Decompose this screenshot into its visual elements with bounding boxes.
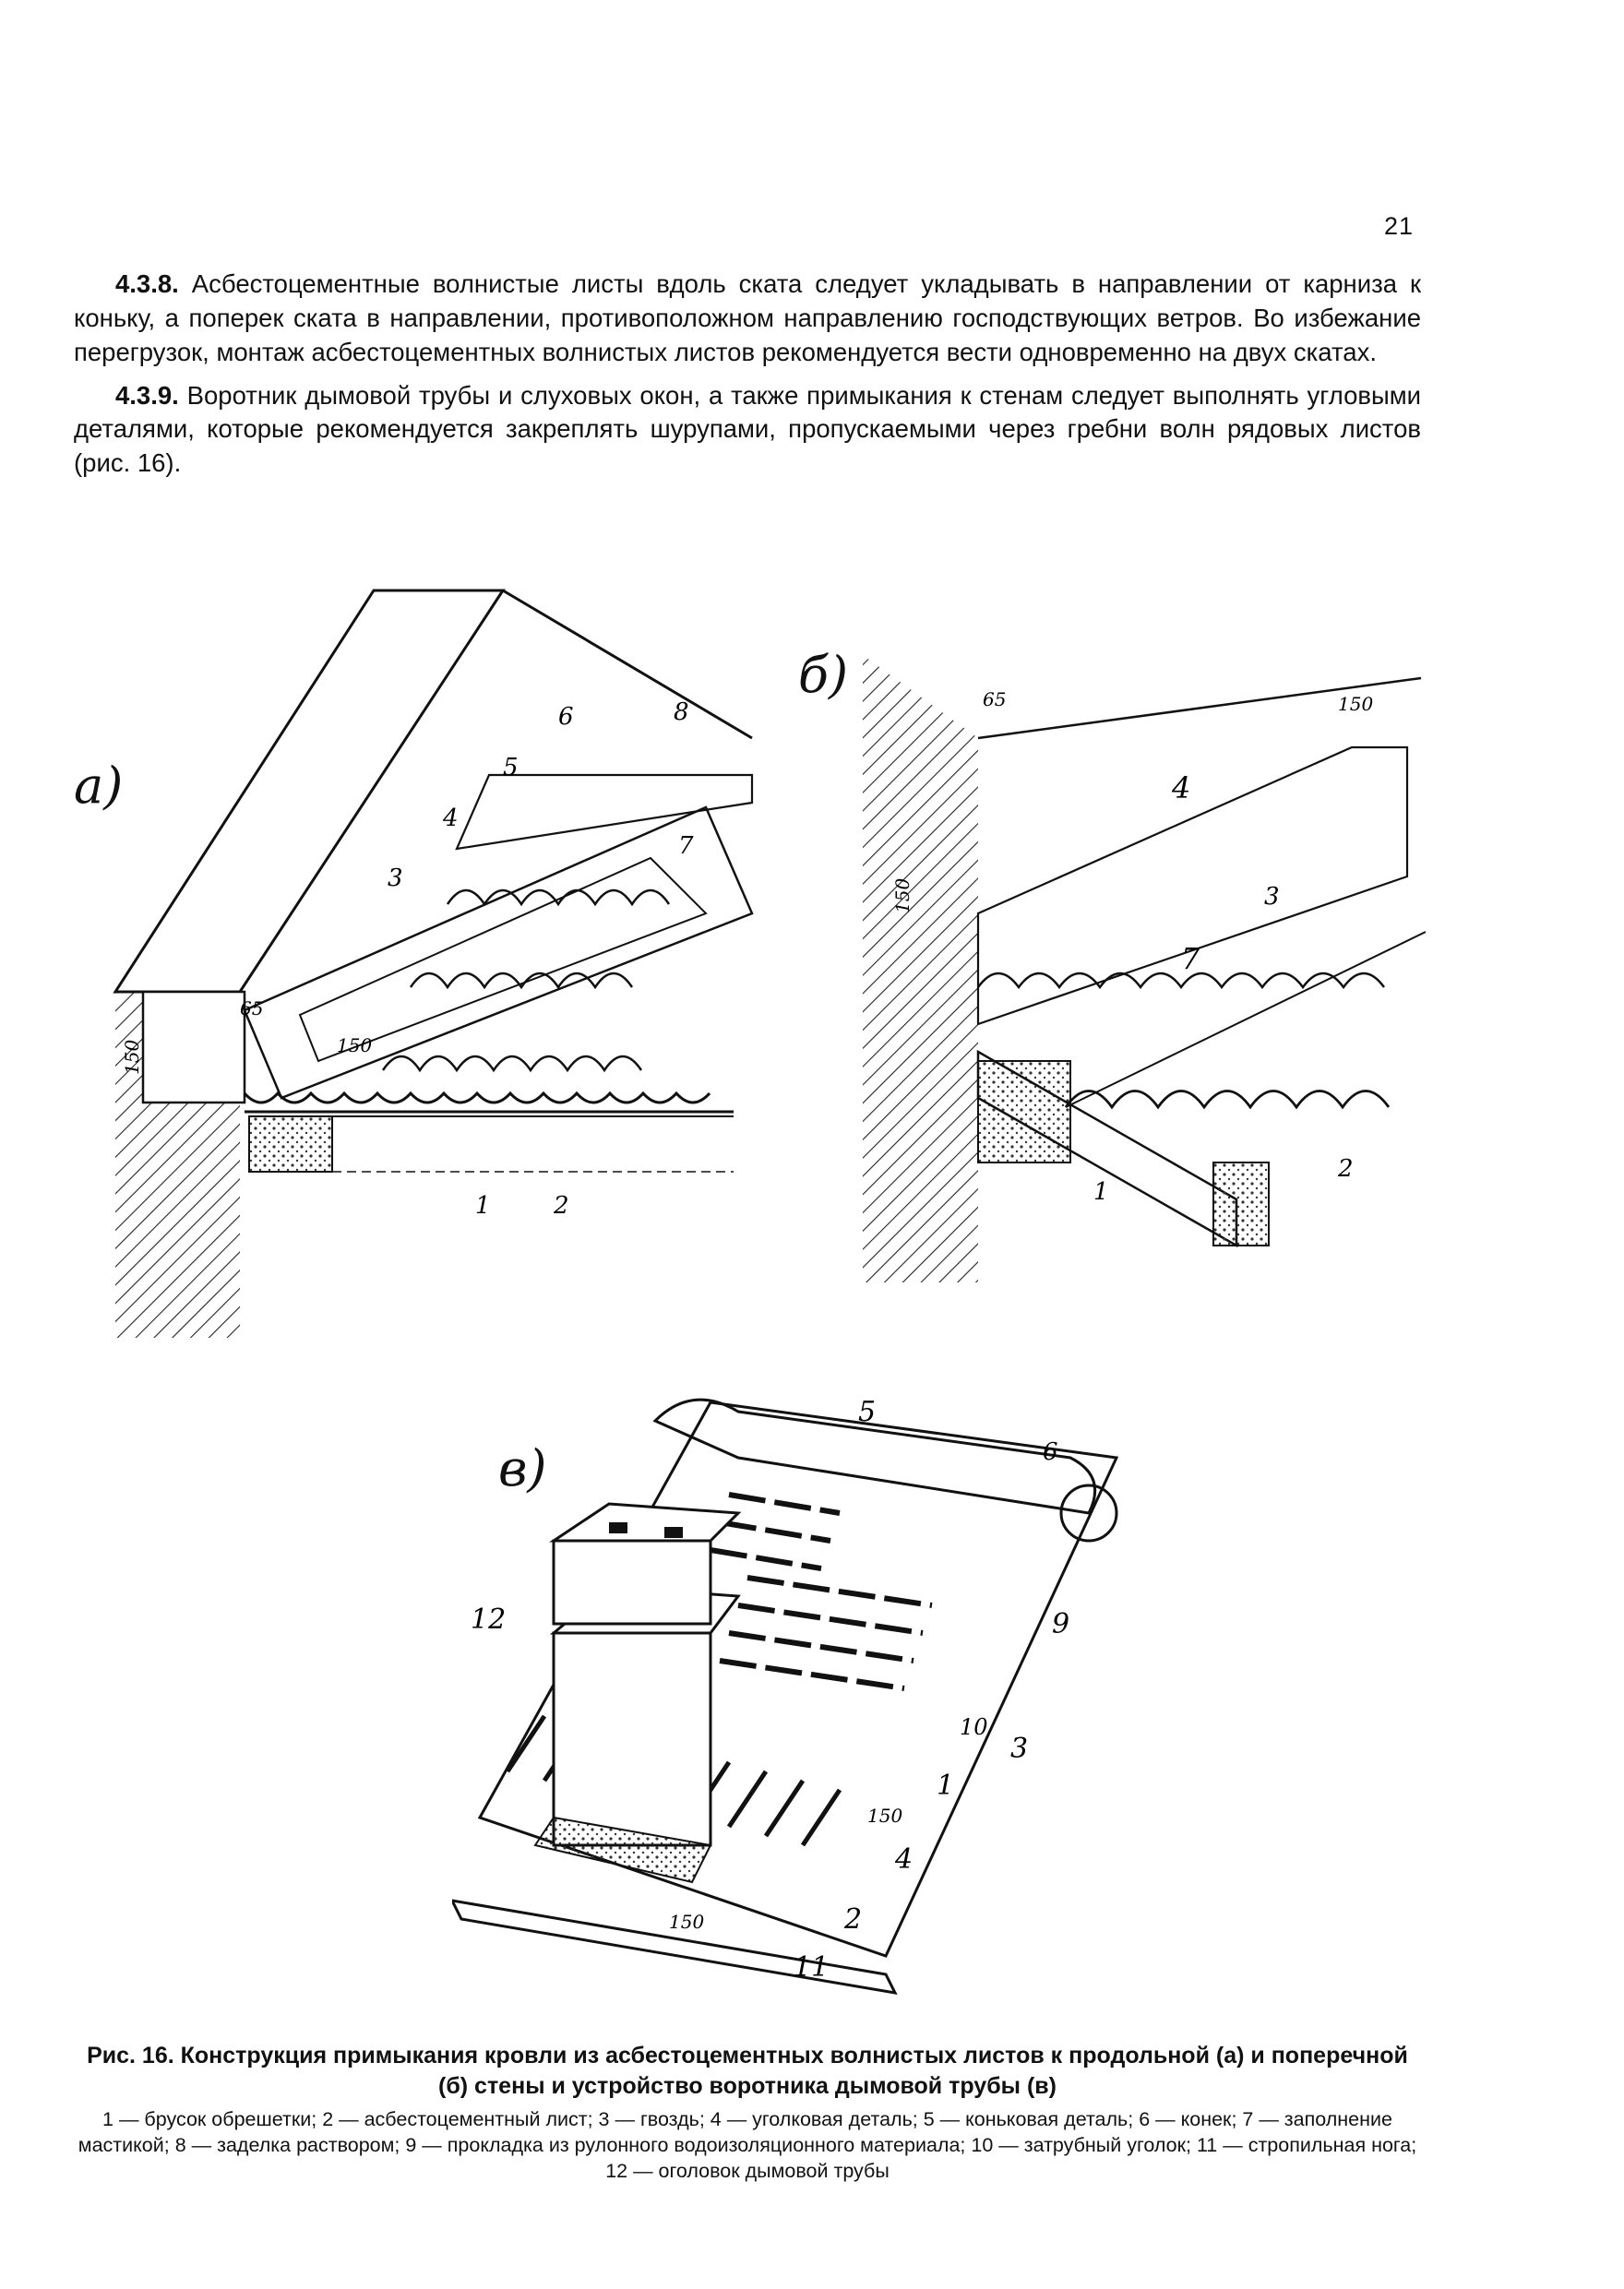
page-number: 21 — [1384, 212, 1415, 240]
callout-label: 7 — [1181, 941, 1200, 976]
dimension-label: 65 — [240, 997, 263, 1019]
body-text: 4.3.8. Асбестоцементные волнистые листы … — [74, 268, 1421, 490]
callout-label: 3 — [1264, 883, 1280, 911]
paragraph-text: Воротник дымовой трубы и слуховых окон, … — [74, 380, 1422, 478]
paragraph-number: 4.3.8. — [115, 269, 179, 298]
figure-panel-a: а) 65 150 150 1 2 3 4 5 6 7 8 — [74, 581, 770, 1338]
callout-label: 2 — [553, 1192, 569, 1220]
callout-label: 1 — [475, 1192, 491, 1220]
panel-label-c: в) — [498, 1439, 547, 1497]
callout-label: 4 — [894, 1843, 913, 1876]
callout-label: 1 — [1093, 1178, 1109, 1206]
dimension-label: 65 — [983, 688, 1006, 710]
paragraph-text: Асбестоцементные волнистые листы вдоль с… — [74, 269, 1421, 366]
figure-panel-c: в) 150 150 1 2 3 4 4 5 6 9 10 11 12 — [452, 1384, 1172, 2011]
dimension-label: 150 — [337, 1034, 372, 1056]
callout-label: 2 — [843, 1903, 862, 1936]
dimension-label: 150 — [669, 1911, 704, 1933]
callout-label: 4 — [1171, 770, 1190, 805]
paragraph-4-3-8: 4.3.8. Асбестоцементные волнистые листы … — [74, 268, 1421, 370]
callout-label: 2 — [1337, 1155, 1354, 1183]
callout-label: 6 — [558, 703, 574, 731]
caption-title: Рис. 16. Конструкция примыкания кровли и… — [87, 2043, 1408, 2099]
callout-label: 12 — [471, 1603, 506, 1636]
callout-label: 6 — [1043, 1438, 1058, 1466]
callout-label: 4 — [442, 805, 459, 832]
callout-label: 5 — [858, 1396, 876, 1428]
callout-label: 8 — [674, 698, 689, 726]
panel-label-b: б) — [798, 646, 849, 704]
callout-label: 7 — [678, 832, 694, 860]
callout-label: 11 — [794, 1951, 829, 1984]
callout-label: 3 — [388, 864, 403, 892]
callout-label: 10 — [960, 1714, 988, 1740]
paragraph-4-3-9: 4.3.9. Воротник дымовой трубы и слуховых… — [74, 379, 1421, 482]
dimension-label: 150 — [867, 1805, 902, 1827]
paragraph-number: 4.3.9. — [115, 380, 179, 410]
panel-b-drawing: 65 150 150 1 2 3 4 7 — [863, 655, 1426, 1282]
caption-legend: 1 — брусок обрешетки; 2 — асбестоцементн… — [78, 2108, 1417, 2182]
callout-label: 3 — [1010, 1733, 1028, 1765]
dimension-label: 150 — [1338, 693, 1373, 715]
dimension-label: 150 — [121, 1040, 143, 1075]
dimension-label: 150 — [891, 878, 914, 913]
callout-label: 9 — [1052, 1608, 1069, 1640]
panel-a-drawing: 65 150 150 1 2 3 4 5 6 7 8 — [113, 589, 754, 1338]
figure-panel-b: б) 65 150 150 1 2 3 4 7 — [798, 646, 1426, 1301]
callout-label: 5 — [503, 754, 519, 781]
figure-caption: Рис. 16. Конструкция примыкания кровли и… — [74, 2041, 1421, 2185]
panel-label-a: а) — [74, 757, 124, 815]
callout-label: 1 — [937, 1770, 954, 1802]
panel-c-drawing: 150 150 1 2 3 4 4 5 6 9 10 11 12 — [452, 1396, 1119, 1995]
